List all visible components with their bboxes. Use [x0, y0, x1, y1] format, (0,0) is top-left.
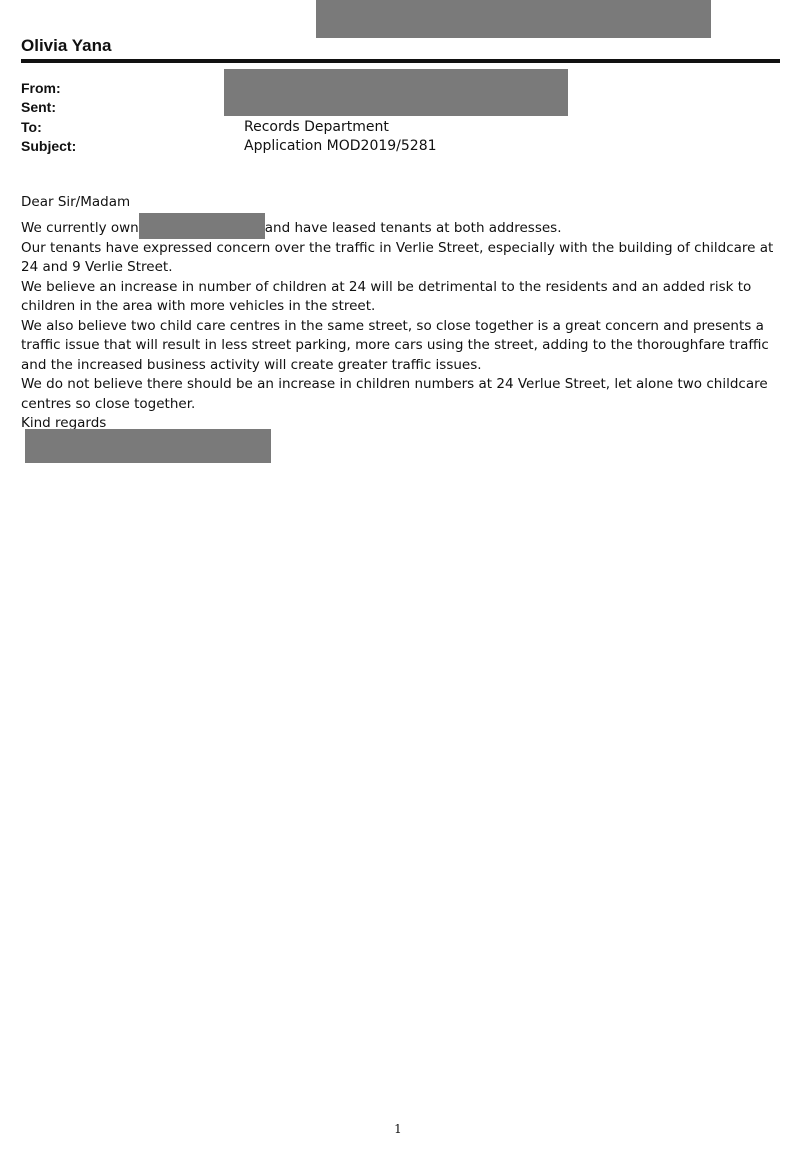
redacted-signature [25, 429, 271, 463]
body-line-1-start: We currently own [21, 219, 139, 236]
redacted-address [138, 212, 265, 239]
header-label-sent: Sent: [21, 99, 56, 115]
email-body: Dear Sir/Madam We currently own and have … [21, 193, 781, 434]
page-number: 1 [394, 1122, 402, 1136]
header-value-to: Records Department [244, 119, 389, 135]
header-divider [21, 59, 780, 63]
closing: Kind regards [21, 415, 107, 431]
header-label-to: To: [21, 119, 42, 135]
body-paragraph-2: Our tenants have expressed concern over … [21, 239, 774, 276]
redacted-block-top [316, 0, 711, 38]
redacted-from-sent [224, 69, 568, 116]
header-label-subject: Subject: [21, 138, 77, 154]
body-paragraph-5: We do not believe there should be an inc… [21, 376, 768, 412]
greeting: Dear Sir/Madam [21, 194, 131, 210]
body-line-1-end: and have leased tenants at both addresse… [264, 219, 562, 236]
body-paragraph-3: We believe an increase in number of chil… [21, 278, 752, 315]
header-label-from: From: [21, 80, 61, 96]
header-value-subject: Application MOD2019/5281 [244, 138, 437, 154]
body-line-1: We currently own and have leased tenants … [21, 212, 781, 239]
sender-name: Olivia Yana [21, 36, 112, 55]
body-paragraph-4: We also believe two child care centres i… [21, 317, 769, 373]
